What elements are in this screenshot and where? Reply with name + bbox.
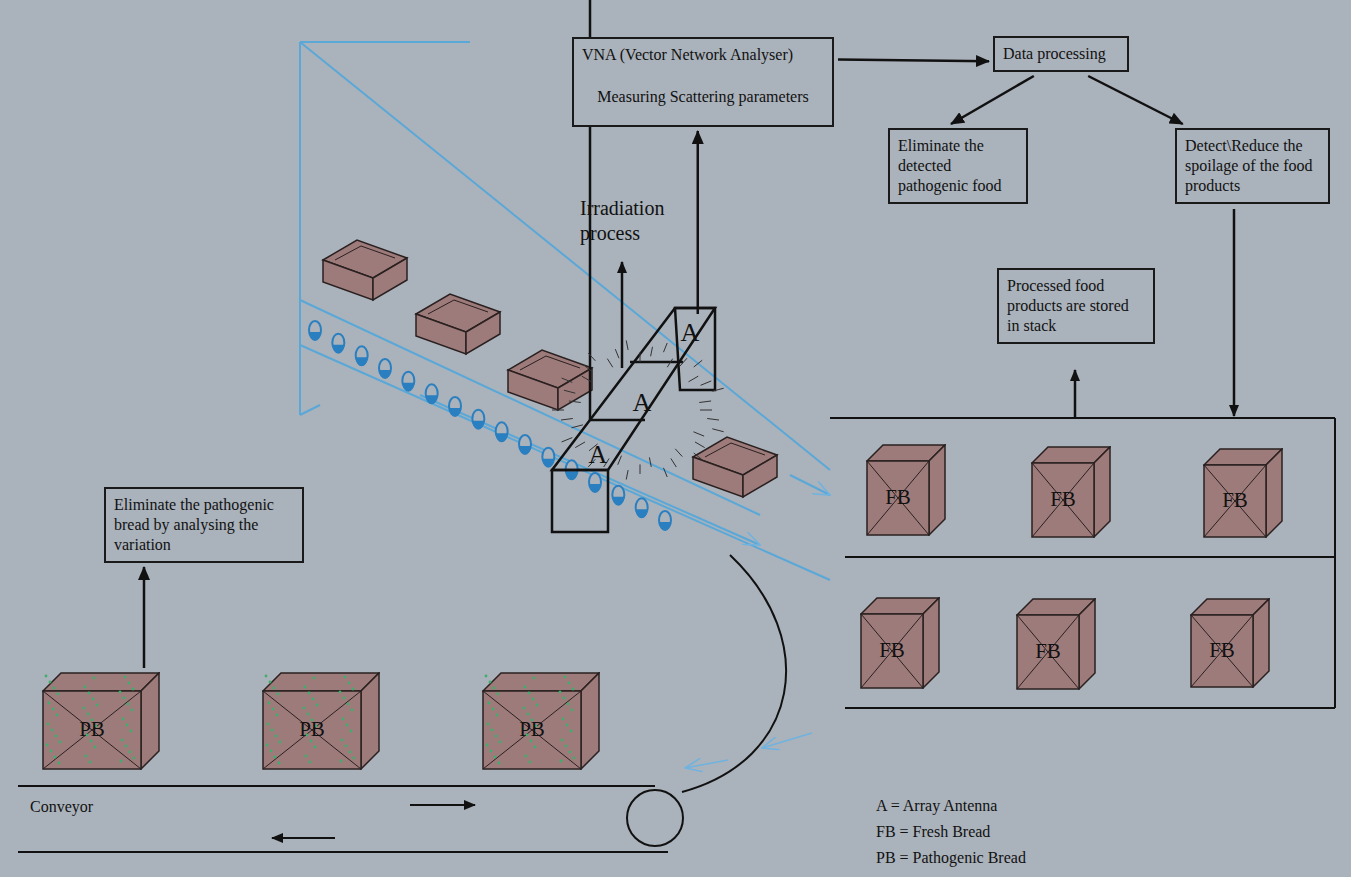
box-text: A [578,440,618,470]
pathogenic-bread: PB [482,672,600,770]
bread-label: PB [263,717,361,742]
stack-arrow [1074,370,1077,418]
antenna-element: A [622,388,662,424]
antenna-element: A [670,318,710,354]
legend-text: FB = Fresh Bread [876,822,1076,842]
radiation-lines [552,340,724,479]
box-text: Processed food products are stored in st… [1007,276,1145,336]
fresh-bread: FB [1190,598,1270,688]
process-box: Detect\Reduce the spoilage of the food p… [1175,128,1330,204]
box-text: A [622,388,662,418]
flow-arrow [762,733,812,748]
flow-arrow [143,567,146,668]
box-text: Measuring Scattering parameters [582,87,824,107]
box-text: Eliminate the detected pathogenic food [898,136,1018,196]
flow-arrow [951,76,1034,124]
analyser-box: VNA (Vector Network Analyser) Measuring S… [572,37,834,127]
irradiation-arrow [621,262,624,368]
process-box: Data processing [993,36,1129,72]
flow-arrow [685,760,728,768]
box-text: Data processing [1003,44,1119,64]
flow-arrow [838,60,989,62]
fresh-bread: FB [866,444,946,536]
storage-shelf [830,418,1335,708]
process-box: Eliminate the detected pathogenic food [888,128,1028,204]
box-text: A [670,318,710,348]
box-text: Detect\Reduce the spoilage of the food p… [1185,136,1320,196]
box-text: VNA (Vector Network Analyser) [582,45,824,65]
bread-label: FB [867,485,929,510]
fresh-bread: FB [860,597,940,689]
process-box: Eliminate the pathogenic bread by analys… [104,487,304,563]
box-text: Eliminate the pathogenic bread by analys… [114,495,294,555]
fresh-bread: FB [1203,448,1283,538]
loaves [323,240,777,497]
flow-arrow [1088,76,1183,124]
pathogenic-bread: PB [42,672,160,770]
bread-label: FB [861,638,923,663]
fresh-bread: FB [1016,598,1096,690]
flow-arrow [697,131,700,314]
bread-label: PB [43,717,141,742]
process-box: Processed food products are stored in st… [997,268,1155,344]
return-line [682,555,786,792]
fresh-bread: FB [1031,446,1111,538]
reduce-arrow [1233,209,1236,416]
bread-label: FB [1017,639,1079,664]
legend-text: A = Array Antenna [876,796,1076,816]
conveyor-label: Conveyor [30,797,150,817]
rollers [309,321,671,531]
legend-text: PB = Pathogenic Bread [876,848,1096,868]
bread-label: FB [1032,487,1094,512]
bread-label: FB [1191,638,1253,663]
antenna-element: A [578,440,618,476]
process-label: Irradiation process [580,196,690,246]
pathogenic-bread: PB [262,672,380,770]
bread-label: PB [483,717,581,742]
bread-label: FB [1204,488,1266,513]
conveyor-belt [18,786,683,852]
